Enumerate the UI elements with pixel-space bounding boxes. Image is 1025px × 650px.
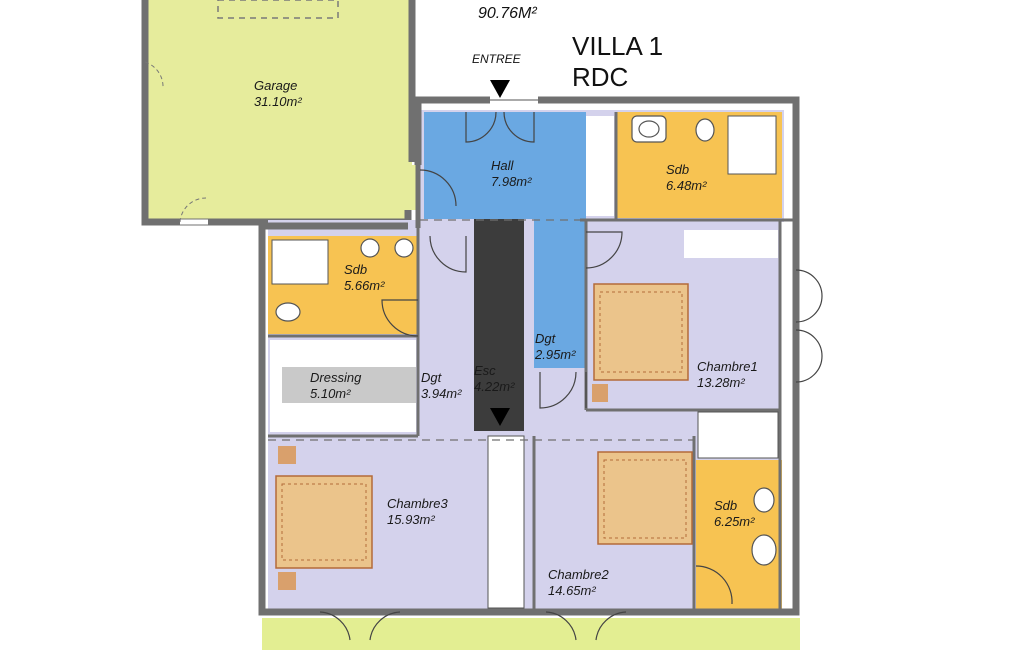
- dgt-left-area: 3.94m²: [421, 386, 462, 401]
- dressing-name: Dressing: [310, 370, 362, 385]
- chambre1-area: 13.28m²: [697, 375, 745, 390]
- esc-name: Esc: [474, 363, 496, 378]
- sdb-right-area: 6.25m²: [714, 514, 755, 529]
- plan-title: VILLA 1: [572, 31, 663, 61]
- bed-chambre3: [275, 446, 373, 590]
- terrace: [262, 618, 800, 650]
- chambre1-name: Chambre1: [697, 359, 758, 374]
- chambre3-name: Chambre3: [387, 496, 448, 511]
- doors: [319, 111, 823, 641]
- chambre3-area: 15.93m²: [387, 512, 435, 527]
- fixtures: [275, 115, 777, 566]
- chambre2-area: 14.65m²: [548, 583, 596, 598]
- total-area: 90.76M²: [478, 5, 537, 22]
- sdb-top-name: Sdb: [666, 162, 689, 177]
- entrance-label: ENTREE: [472, 52, 522, 66]
- dgt-left-name: Dgt: [421, 370, 443, 385]
- stair-arrow-icon: [490, 408, 510, 426]
- sdb-left-name: Sdb: [344, 262, 367, 277]
- bed-chambre1: [592, 283, 689, 402]
- dressing-area: 5.10m²: [310, 386, 351, 401]
- entrance-arrow-icon: [490, 80, 510, 98]
- sdb-top-area: 6.48m²: [666, 178, 707, 193]
- plan-subtitle: RDC: [572, 62, 628, 92]
- garage-room: [141, 0, 426, 226]
- esc-area: 4.22m²: [474, 379, 515, 394]
- hall-area: 7.98m²: [491, 174, 532, 189]
- garage-name: Garage: [254, 78, 297, 93]
- garage-area: 31.10m²: [254, 94, 302, 109]
- sdb-left-area: 5.66m²: [344, 278, 385, 293]
- dgt-right-name: Dgt: [535, 331, 557, 346]
- dgt-right-area: 2.95m²: [534, 347, 576, 362]
- bed-chambre2: [597, 451, 693, 545]
- chambre2-name: Chambre2: [548, 567, 609, 582]
- hall-name: Hall: [491, 158, 515, 173]
- sdb-right-name: Sdb: [714, 498, 737, 513]
